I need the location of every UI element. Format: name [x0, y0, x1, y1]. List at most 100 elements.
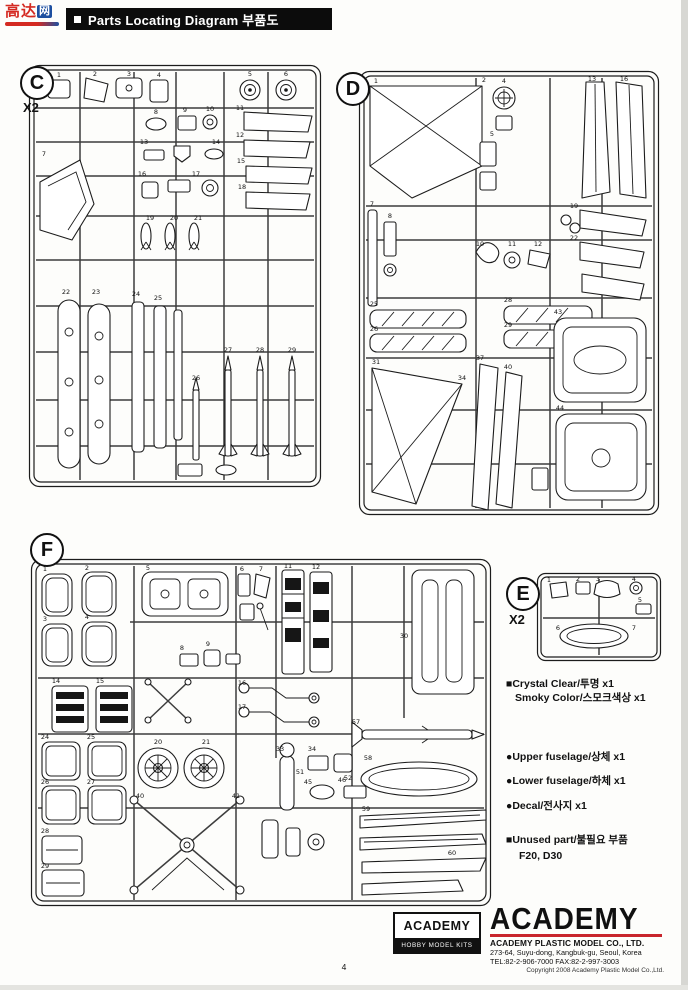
part-number: 27	[87, 778, 95, 786]
part-number: 9	[183, 106, 187, 114]
part-number: 20	[170, 214, 178, 222]
part-number: 2	[482, 76, 486, 84]
part-number: 12	[312, 563, 320, 571]
watermark-text: 高达	[5, 3, 38, 20]
part-number: 22	[62, 288, 70, 296]
part-number: 4	[157, 71, 161, 79]
note-smoky-color: Smoky Color/스모크색상 x1	[515, 692, 646, 705]
part-number: 4	[632, 575, 636, 583]
bullet-square-icon	[74, 15, 81, 23]
part-number: 44	[556, 404, 564, 412]
part-number: 29	[504, 321, 512, 329]
sprue-d-label: D	[336, 72, 370, 106]
part-number: 1	[57, 71, 61, 79]
part-number: 8	[154, 108, 158, 116]
part-number: 27	[224, 346, 232, 354]
part-number: 33	[276, 745, 284, 753]
part-number: 7	[632, 624, 636, 632]
part-number: 40	[136, 792, 144, 800]
sprue-f-label: F	[30, 533, 64, 567]
part-number: 34	[458, 374, 466, 382]
part-number: 14	[52, 677, 60, 685]
sprue-e-qty: X2	[509, 612, 525, 627]
part-number: 11	[508, 240, 516, 248]
sprue-f-diagram: 1234567891112141516172021242526272829303…	[30, 558, 492, 907]
part-number: 17	[238, 703, 246, 711]
part-number: 3	[127, 70, 131, 78]
part-number: 8	[180, 644, 184, 652]
section-header: Parts Locating Diagram 부품도	[66, 8, 332, 30]
part-number: 24	[132, 290, 140, 298]
part-number: 12	[236, 131, 244, 139]
part-number: 15	[96, 677, 104, 685]
part-number: 2	[576, 575, 580, 583]
page-number: 4	[341, 962, 347, 972]
part-number: 14	[212, 138, 220, 146]
part-number: 4	[85, 613, 89, 621]
part-number: 46	[338, 776, 346, 784]
part-number: 31	[372, 358, 380, 366]
part-number: 22	[570, 234, 578, 242]
part-number: 1	[374, 77, 378, 85]
watermark-badge: 网	[37, 5, 53, 18]
academy-logo-box: ACADEMY HOBBY MODEL KITS	[393, 912, 481, 954]
part-number: 26	[41, 778, 49, 786]
part-number: 10	[206, 105, 214, 113]
watermark-subline	[5, 22, 59, 26]
part-number: 2	[93, 70, 97, 78]
part-number: 4	[502, 77, 506, 85]
part-number: 3	[43, 615, 47, 623]
part-number: 37	[476, 354, 484, 362]
part-number: 34	[308, 745, 316, 753]
note-decal: ●Decal/전사지 x1	[506, 799, 587, 812]
part-number: 28	[256, 346, 264, 354]
part-number: 16	[238, 679, 246, 687]
note-upper-fuselage: ●Upper fuselage/상체 x1	[506, 751, 626, 764]
part-number: 18	[238, 183, 246, 191]
part-number: 7	[42, 150, 46, 158]
scan-edge-bottom	[0, 985, 688, 990]
part-number: 2	[85, 564, 89, 572]
part-number: 43	[554, 308, 562, 316]
part-number: 57	[352, 718, 360, 726]
part-number: 6	[284, 70, 288, 78]
note-crystal-clear: ■Crystal Clear/투명 x1	[506, 678, 614, 690]
note-lower-fuselage: ●Lower fuselage/하체 x1	[506, 775, 626, 788]
part-number: 40	[504, 363, 512, 371]
note-unused-title: ■Unused part/불필요 부품	[506, 833, 628, 846]
part-number: 52	[344, 774, 352, 782]
part-number: 25	[370, 300, 378, 308]
part-number: 19	[570, 202, 578, 210]
part-number: 13	[140, 138, 148, 146]
part-number: 3	[596, 575, 600, 583]
scan-edge-right	[681, 0, 688, 990]
part-number: 6	[240, 565, 244, 573]
part-number: 25	[154, 294, 162, 302]
part-number: 59	[362, 805, 370, 813]
part-number: 5	[248, 70, 252, 78]
part-number: 5	[490, 130, 494, 138]
company-address: 273-64, Suyu-dong, Kangbuk-gu, Seoul, Ko…	[490, 948, 642, 957]
part-number: 28	[41, 827, 49, 835]
company-phone: TEL:82-2-906-7000 FAX:82-2-997-3003	[490, 957, 619, 966]
part-number: 60	[448, 849, 456, 857]
part-number: 29	[41, 862, 49, 870]
part-number: 9	[206, 640, 210, 648]
part-number: 8	[388, 212, 392, 220]
part-number: 1	[43, 565, 47, 573]
part-number: 25	[87, 733, 95, 741]
part-number: 41	[232, 792, 240, 800]
part-number: 45	[304, 778, 312, 786]
part-number: 11	[236, 104, 244, 112]
part-number: 26	[192, 374, 200, 382]
part-number: 7	[259, 565, 263, 573]
sprue-f-parts	[41, 569, 487, 897]
copyright-notice: Copyright 2008 Academy Plastic Model Co.…	[526, 967, 664, 974]
academy-logo-box-subtitle: HOBBY MODEL KITS	[395, 938, 479, 952]
